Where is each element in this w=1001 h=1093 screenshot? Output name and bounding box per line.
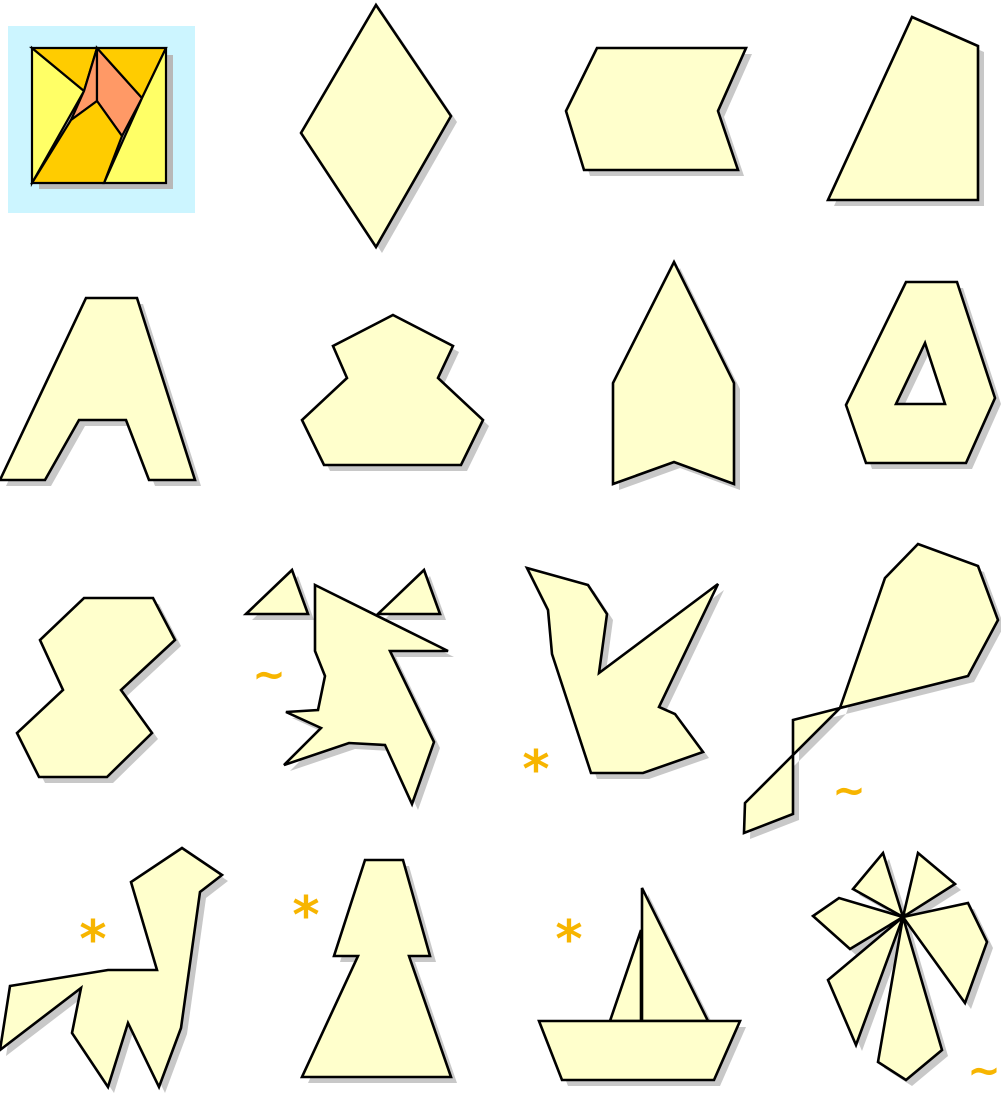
shape-ring[interactable] — [846, 282, 1001, 469]
star-mark-sailboat: * — [555, 910, 582, 970]
shape-rocket[interactable] — [613, 262, 740, 490]
shape-letter-a[interactable] — [0, 298, 201, 486]
star-mark-tree: * — [292, 886, 319, 946]
tilde-mark-dancer: ~ — [252, 652, 286, 698]
shape-rhombus[interactable] — [301, 5, 457, 253]
tilde-mark-windmill: ~ — [967, 1048, 1001, 1093]
star-mark-bird: * — [522, 740, 549, 800]
shape-kite[interactable] — [744, 544, 1001, 839]
shape-windmill[interactable] — [813, 853, 993, 1086]
shape-bird[interactable] — [527, 568, 724, 779]
tangram-thumbnail[interactable] — [8, 26, 195, 213]
shape-figure-eight[interactable] — [17, 598, 181, 783]
shape-trapezoid[interactable] — [828, 17, 984, 206]
star-mark-llama: * — [79, 910, 106, 970]
shape-tree[interactable] — [302, 860, 457, 1083]
tilde-mark-kite: ~ — [832, 768, 866, 814]
shape-vase[interactable] — [302, 315, 489, 471]
shape-llama[interactable] — [0, 848, 228, 1093]
shape-arrow-hexagon[interactable] — [566, 48, 752, 176]
